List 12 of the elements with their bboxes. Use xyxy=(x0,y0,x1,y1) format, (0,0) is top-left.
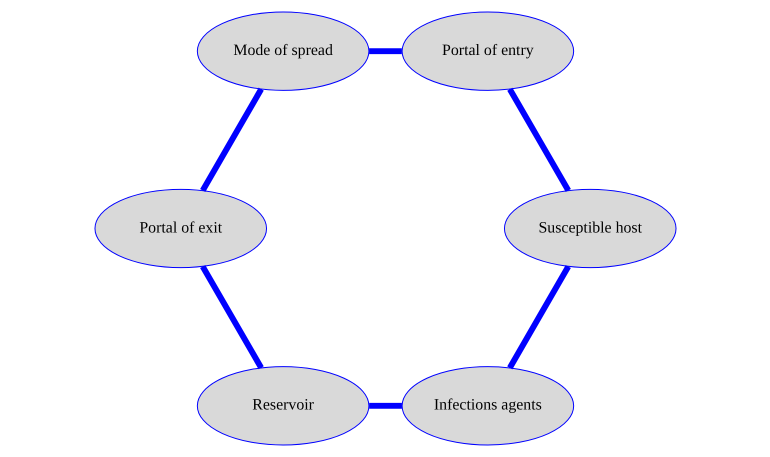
connector xyxy=(200,88,264,192)
connector xyxy=(368,48,402,54)
connector xyxy=(200,264,264,370)
connector xyxy=(506,88,570,192)
connector xyxy=(368,402,402,409)
node-ellipse: Portal of exit xyxy=(94,188,267,268)
node-ellipse: Portal of entry xyxy=(401,12,574,91)
connector xyxy=(506,265,570,370)
node-ellipse: Susceptible host xyxy=(503,188,676,268)
node-ellipse: Infections agents xyxy=(401,366,574,446)
node-ellipse: Reservoir xyxy=(196,366,369,446)
node-ellipse: Mode of spread xyxy=(196,12,369,91)
